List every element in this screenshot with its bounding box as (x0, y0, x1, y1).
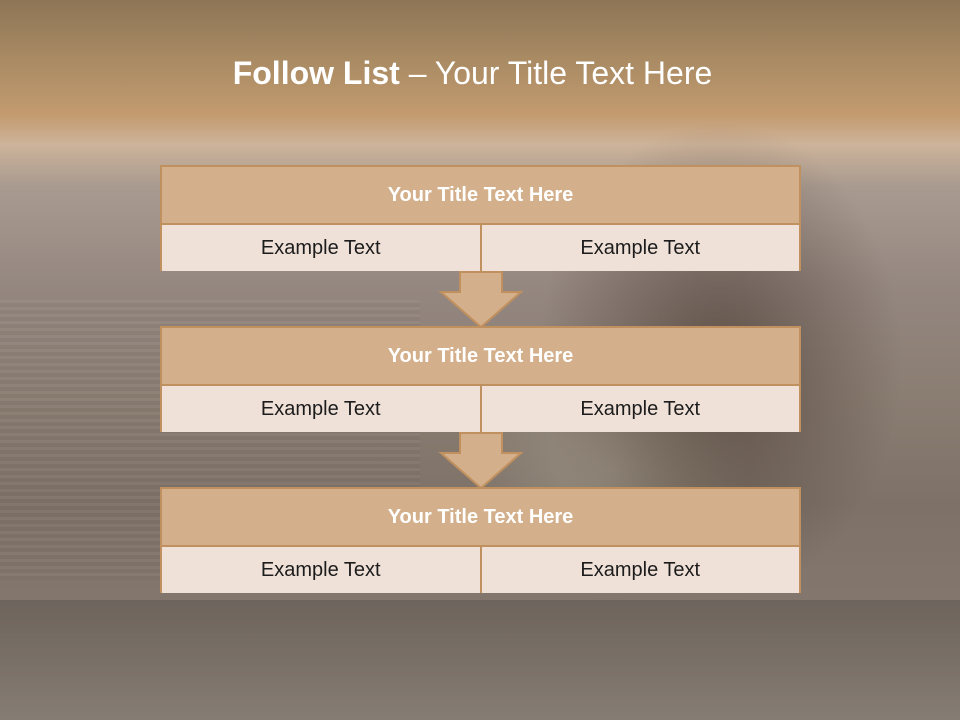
list-box-title: Your Title Text Here (162, 328, 799, 386)
list-box-title: Your Title Text Here (162, 167, 799, 225)
list-box-cell-right: Example Text (479, 386, 799, 432)
list-box-2: Your Title Text Here Example Text Exampl… (160, 326, 801, 432)
slide-title: Follow List – Your Title Text Here (0, 55, 945, 92)
list-box-cell-right: Example Text (479, 225, 799, 271)
list-box-row: Example Text Example Text (162, 547, 799, 593)
list-box-cell-left: Example Text (162, 547, 480, 593)
down-arrow-icon (438, 432, 524, 490)
slide-title-bold: Follow List (232, 55, 400, 91)
slide-title-rest: – Your Title Text Here (399, 55, 713, 91)
list-box-cell-right: Example Text (479, 547, 799, 593)
list-box-row: Example Text Example Text (162, 386, 799, 432)
list-box-row: Example Text Example Text (162, 225, 799, 271)
list-box-1: Your Title Text Here Example Text Exampl… (160, 165, 801, 271)
list-box-3: Your Title Text Here Example Text Exampl… (160, 487, 801, 593)
background-stone-ledge (0, 600, 960, 720)
down-arrow-icon (438, 271, 524, 329)
list-box-title: Your Title Text Here (162, 489, 799, 547)
list-box-cell-left: Example Text (162, 225, 480, 271)
list-box-cell-left: Example Text (162, 386, 480, 432)
